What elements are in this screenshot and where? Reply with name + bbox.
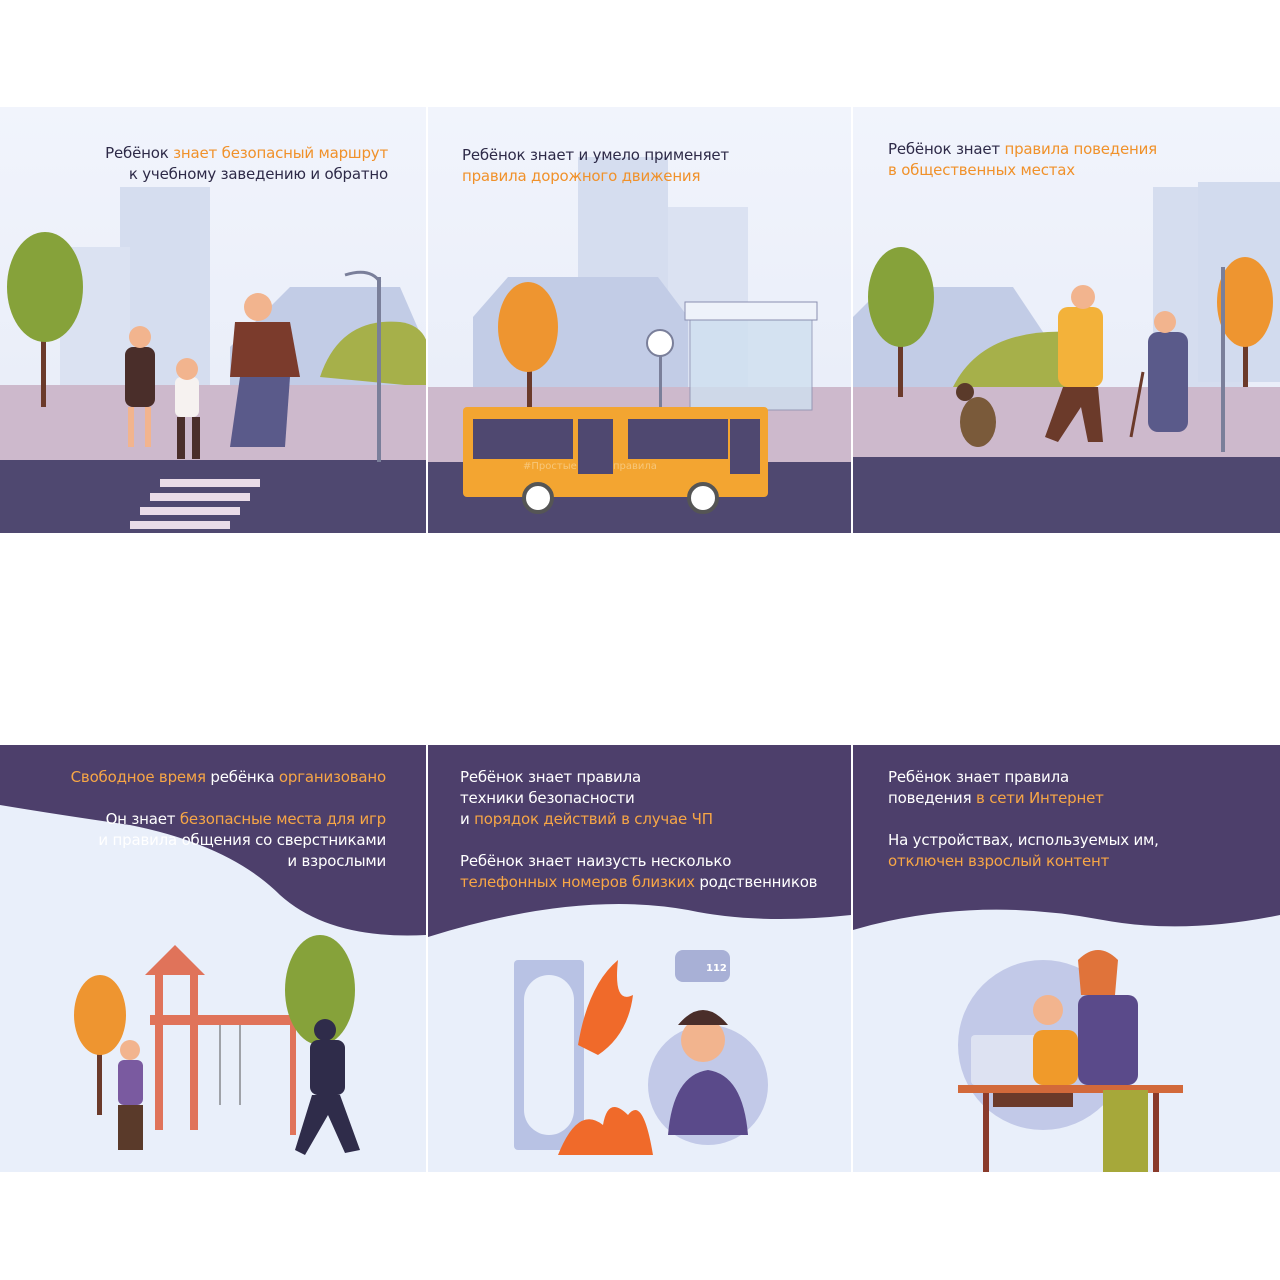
tree-icon <box>868 247 934 397</box>
child-figure <box>993 995 1078 1107</box>
caption-text: На устройствах, используемых им, <box>888 831 1159 849</box>
panel-safe-route: Ребёнок знает безопасный маршрут к учебн… <box>0 107 426 533</box>
caption-text: Ребёнок знает и умело применяет <box>462 146 729 164</box>
panel-free-time: Свободное время ребёнка организовано Он … <box>0 745 426 1172</box>
caption-text: Ребёнок знает наизусть несколько <box>460 852 732 870</box>
caption-text: и взрослыми <box>287 852 386 870</box>
caption-text: к учебному заведению и обратно <box>128 165 388 183</box>
panel-traffic-rules: #Простые правила Ребёнок знает и умело пр… <box>428 107 851 533</box>
caption-highlight: порядок действий в случае ЧП <box>474 810 713 828</box>
boy-on-phone <box>648 1010 768 1145</box>
intruder-figure <box>295 1019 360 1155</box>
panel-safety-rules: 112 Ребёнок знает правила техники безопа… <box>428 745 851 1172</box>
caption-highlight: знает безопасный маршрут <box>173 144 388 162</box>
laptop-icon <box>971 1035 1046 1085</box>
caption-text: ребёнка <box>205 768 279 786</box>
phone-bubble-icon: 112 <box>675 950 730 982</box>
desk-icon <box>958 1085 1183 1172</box>
phone-number: 112 <box>706 963 727 974</box>
caption-text: Он знает <box>105 810 180 828</box>
panel-caption: Свободное время ребёнка организовано Он … <box>70 767 387 872</box>
bus-shelter-icon <box>684 301 818 411</box>
crosswalk <box>130 479 260 529</box>
caption-highlight: в общественных местах <box>888 161 1075 179</box>
caption-text: и правила общения со сверстниками <box>98 831 386 849</box>
parent-figure <box>1078 950 1148 1172</box>
dog-icon <box>956 383 996 447</box>
bus-tag-text: правила <box>613 461 657 472</box>
tree-icon <box>7 232 83 407</box>
family-walking <box>125 293 300 459</box>
panel-caption: Ребёнок знает правила техники безопаснос… <box>460 767 818 893</box>
emergency-illustration: 112 <box>428 745 851 1155</box>
caption-highlight: организовано <box>278 768 386 786</box>
caption-text: Ребёнок знает <box>888 140 1005 158</box>
bus-icon: #Простые правила <box>463 407 768 514</box>
panel-caption: Ребёнок знает правила поведения в общест… <box>888 139 1157 181</box>
caption-highlight: Свободное время <box>70 768 206 786</box>
caption-text: родственников <box>694 873 818 891</box>
panel-internet-safety: Ребёнок знает правила поведения в сети И… <box>853 745 1280 1172</box>
caption-text: Ребёнок знает правила <box>888 768 1069 786</box>
tree-icon <box>498 282 558 407</box>
door-icon <box>514 960 584 1150</box>
street-lamp-icon <box>1221 267 1225 452</box>
playground-illustration <box>0 745 426 1155</box>
elderly-woman <box>1129 311 1188 438</box>
bus-stop-illustration: #Простые правила <box>428 157 851 533</box>
panel-caption: Ребёнок знает безопасный маршрут к учебн… <box>105 143 388 185</box>
caption-text: поведения <box>888 789 977 807</box>
caption-text: и <box>460 810 475 828</box>
caption-text: Ребёнок знает правила <box>460 768 641 786</box>
caption-highlight: отключен взрослый контент <box>888 852 1110 870</box>
caption-highlight: правила дорожного движения <box>462 167 701 185</box>
caption-text: Ребёнок <box>105 144 174 162</box>
computer-illustration <box>853 745 1280 1172</box>
playground-structure <box>145 945 296 1135</box>
mother-figure <box>118 1040 143 1150</box>
fire-icon <box>558 960 653 1155</box>
park-illustration <box>853 182 1280 533</box>
caption-highlight: безопасные места для игр <box>179 810 386 828</box>
caption-text: техники безопасности <box>460 789 635 807</box>
panel-caption: Ребёнок знает правила поведения в сети И… <box>888 767 1159 872</box>
street-lamp-icon <box>344 270 382 462</box>
city-street-illustration <box>0 187 426 533</box>
caption-highlight: телефонных номеров близких <box>460 873 695 891</box>
road-sign-icon <box>646 329 674 412</box>
man-walking <box>1045 285 1103 442</box>
panel-public-places: Ребёнок знает правила поведения в общест… <box>853 107 1280 533</box>
panel-caption: Ребёнок знает и умело применяет правила … <box>462 145 729 187</box>
tree-icon <box>1217 257 1273 387</box>
caption-highlight: правила поведения <box>1004 140 1157 158</box>
caption-highlight: в сети Интернет <box>976 789 1104 807</box>
bus-tag-text: #Простые <box>523 461 577 472</box>
